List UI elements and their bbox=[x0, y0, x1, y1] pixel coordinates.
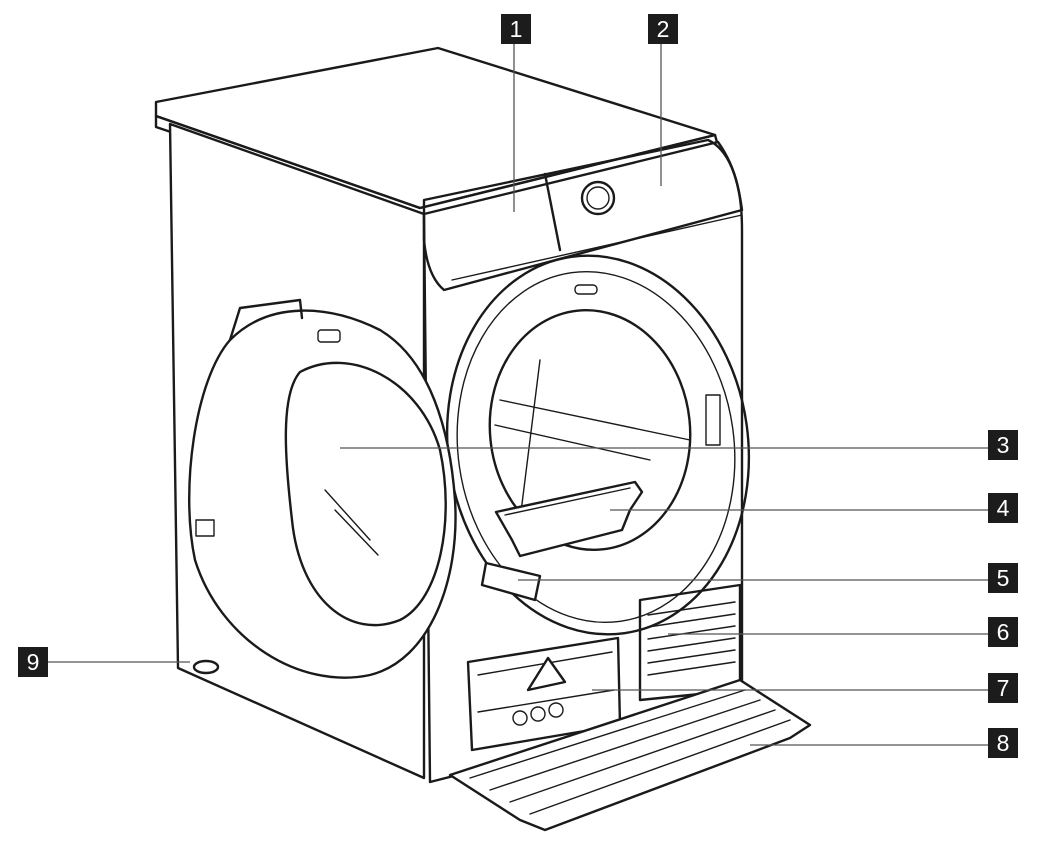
door-catch bbox=[574, 284, 598, 295]
plinth-flap bbox=[448, 678, 812, 832]
callout-1: 1 bbox=[501, 14, 531, 44]
container-latch bbox=[526, 656, 567, 692]
door-latch bbox=[317, 329, 341, 343]
callout-5: 5 bbox=[988, 563, 1018, 593]
plinth-grid bbox=[469, 689, 791, 815]
drum-light bbox=[705, 394, 721, 446]
filter-rim bbox=[504, 487, 631, 516]
button-a bbox=[512, 710, 528, 726]
drum-interior-lines bbox=[494, 359, 691, 521]
door-glass bbox=[284, 361, 447, 627]
panel-divider bbox=[543, 172, 562, 252]
callout-3: 3 bbox=[988, 430, 1018, 460]
button-b bbox=[530, 706, 546, 722]
callout-9: 9 bbox=[18, 647, 48, 677]
filter-handle bbox=[480, 561, 542, 602]
callout-4: 4 bbox=[988, 493, 1018, 523]
button-c bbox=[548, 702, 564, 718]
callout-6: 6 bbox=[988, 617, 1018, 647]
callout-2: 2 bbox=[648, 14, 678, 44]
adjustable-foot bbox=[192, 659, 220, 675]
callout-8: 8 bbox=[988, 728, 1018, 758]
air-vent-slats bbox=[647, 601, 736, 676]
filter bbox=[494, 480, 644, 558]
drum-opening bbox=[488, 309, 692, 551]
callout-7: 7 bbox=[988, 673, 1018, 703]
open-door bbox=[188, 309, 457, 679]
control-panel-outline bbox=[422, 138, 744, 292]
program-dial-inner bbox=[586, 186, 610, 210]
panel-lower-edge bbox=[451, 214, 743, 281]
door-top-lip bbox=[228, 298, 304, 342]
door-opening-ring-inner bbox=[456, 270, 736, 624]
front-panel bbox=[422, 140, 744, 784]
door-hinge-marker bbox=[195, 519, 215, 537]
glass-reflection bbox=[324, 489, 379, 556]
program-dial bbox=[580, 180, 616, 216]
